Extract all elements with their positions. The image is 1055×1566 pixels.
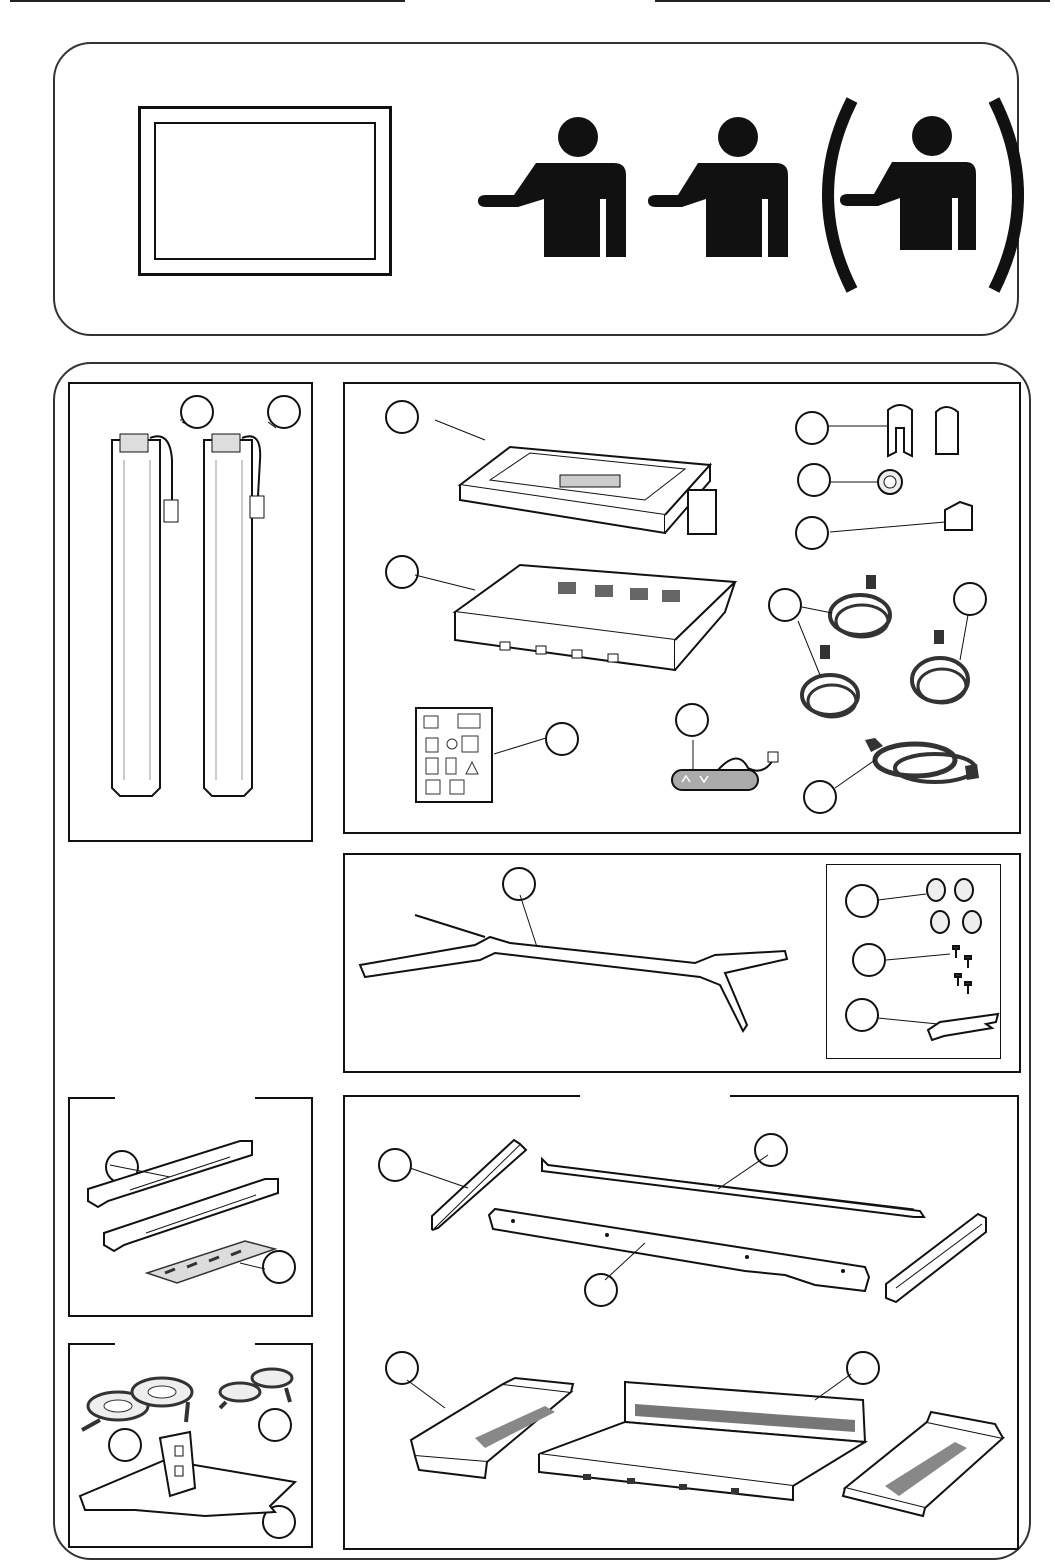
rail-icon: [485, 1205, 875, 1295]
levelling-ring-icon: [878, 876, 988, 936]
cover-panel-icon: [535, 1380, 870, 1500]
frame-icon: [450, 435, 735, 545]
callout-marker: [385, 400, 419, 434]
screw-icon: [886, 944, 976, 999]
cable-tray-icon: [145, 1235, 285, 1290]
cable-icon: [790, 565, 910, 725]
manual-booklet-icon: [416, 708, 496, 804]
callout-marker: [795, 411, 829, 445]
callout-marker: [845, 884, 879, 918]
cable-icon: [900, 610, 990, 715]
angle-icon: [882, 1212, 992, 1308]
tray-icon: [420, 560, 740, 680]
optional-person-icon: [812, 100, 1037, 295]
stand-plate-icon: [75, 1430, 300, 1520]
callout-marker: [378, 1148, 412, 1182]
box-label-gap: [580, 1092, 730, 1098]
monitor-frame-icon: [138, 106, 392, 276]
callout-marker: [795, 516, 829, 550]
callout-marker: [845, 998, 879, 1032]
cover-cap-icon: [828, 400, 978, 460]
lift-column-icon: [100, 420, 300, 800]
person-icon: [478, 115, 638, 265]
callout-marker: [675, 703, 709, 737]
callout-marker: [797, 463, 831, 497]
cover-panel-icon: [835, 1410, 1010, 1520]
box-label-gap: [115, 1340, 255, 1346]
callout-marker: [852, 943, 886, 977]
hand-controller-icon: [668, 738, 783, 798]
grommet-icon: [830, 466, 910, 500]
callout-marker: [545, 722, 579, 756]
person-icon: [648, 115, 808, 265]
header-rule-right: [655, 0, 1050, 2]
callout-marker: [803, 780, 837, 814]
clip-icon: [830, 500, 980, 540]
box-label-gap: [115, 1094, 255, 1100]
header-rule-left: [10, 0, 405, 2]
power-cord-icon: [835, 730, 985, 800]
base-foot-icon: [355, 895, 800, 1035]
callout-marker: [385, 555, 419, 589]
wrench-icon: [878, 1008, 1003, 1044]
